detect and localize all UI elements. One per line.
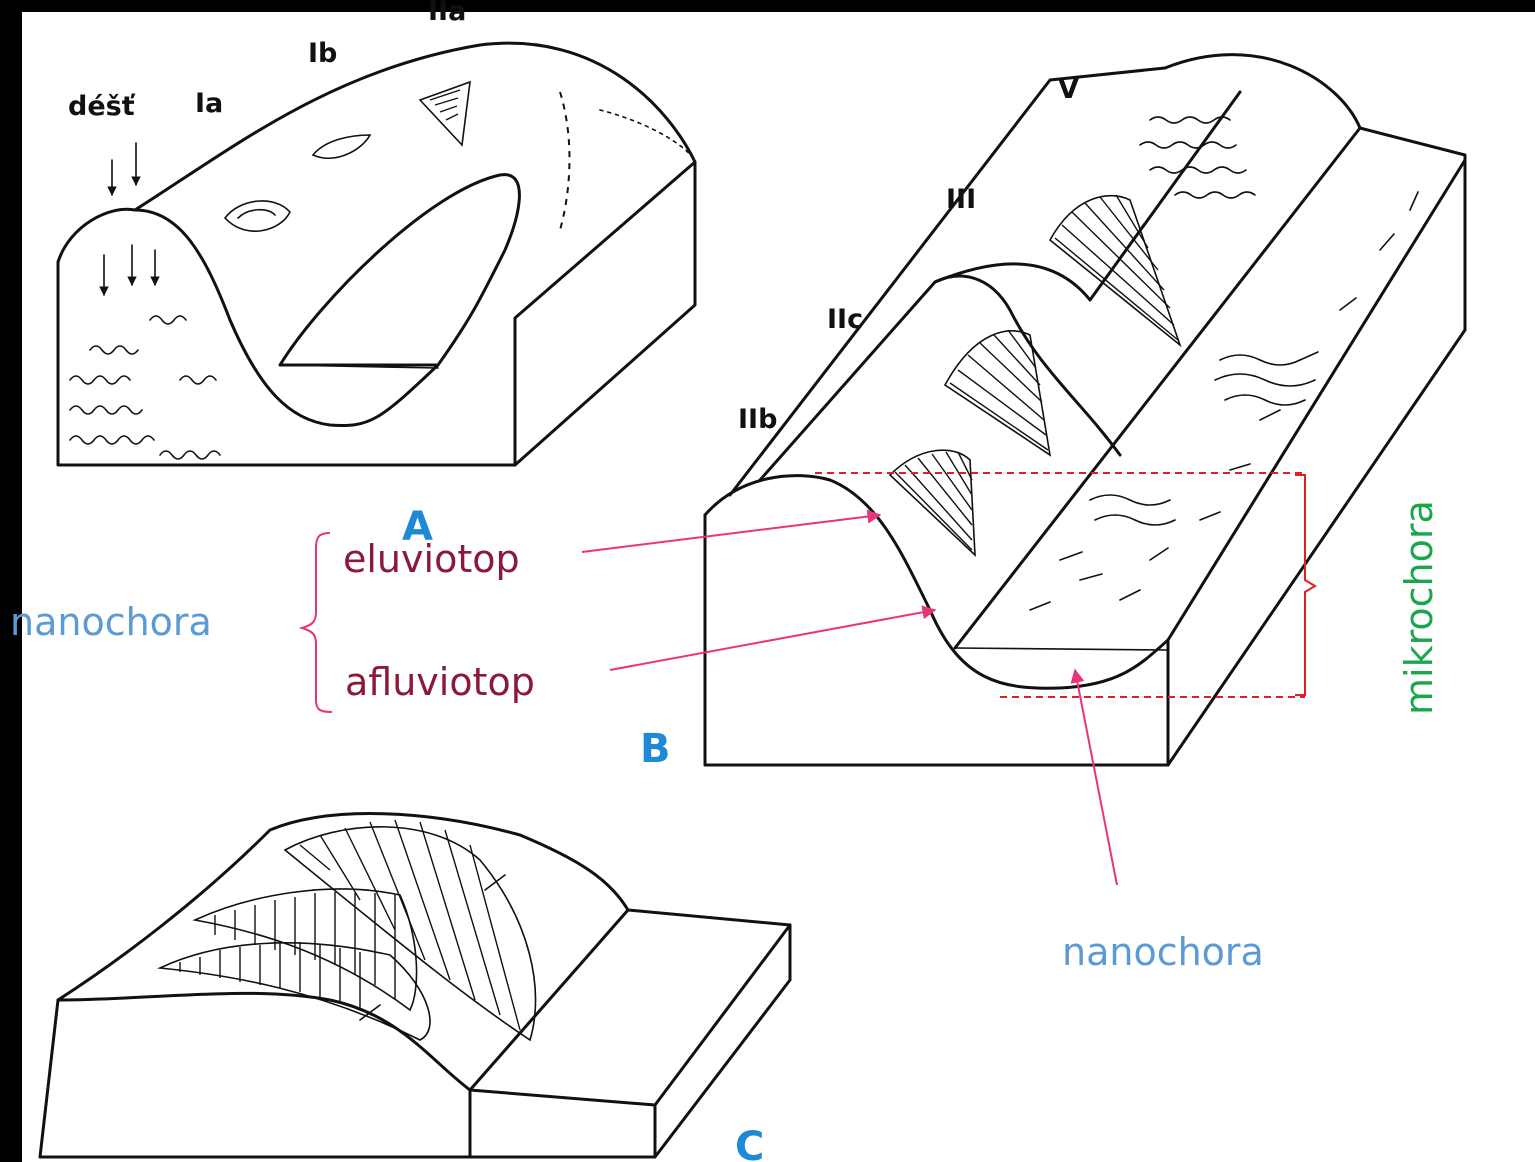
annotation-mikrochora: mikrochora (1397, 500, 1441, 715)
panel-label-b: B (640, 726, 671, 772)
panel-label-c: C (735, 1124, 764, 1162)
label-ia: Ia (195, 88, 223, 119)
top-black-strip (0, 0, 1535, 12)
label-iia: IIa (428, 0, 466, 27)
label-iii: III (946, 184, 976, 215)
label-dest: déšť (68, 91, 136, 122)
annotation-eluviotop: eluviotop (343, 537, 520, 581)
label-iic: IIc (827, 304, 863, 335)
annotation-nanochora-bottom: nanochora (1062, 930, 1264, 974)
label-v: V (1058, 74, 1079, 105)
annotation-nanochora-left: nanochora (10, 600, 212, 644)
annotation-afluviotop: afluviotop (345, 660, 535, 704)
label-ib: Ib (308, 38, 337, 69)
label-iib: IIb (738, 404, 777, 435)
